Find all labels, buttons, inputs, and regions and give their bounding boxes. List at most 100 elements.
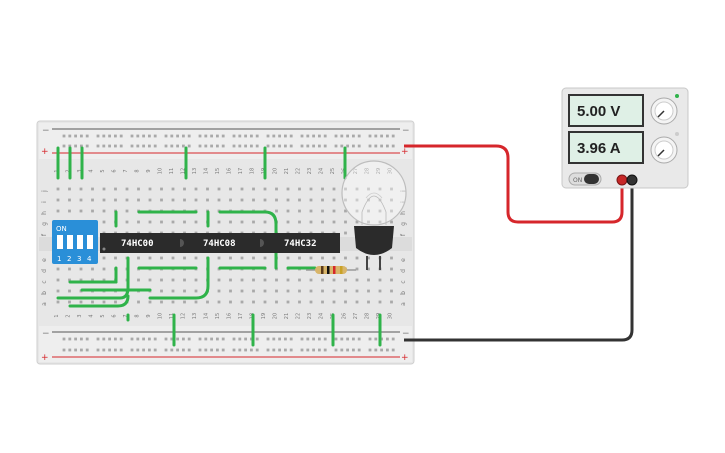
breadboard-hole[interactable]	[136, 144, 140, 148]
breadboard-hole[interactable]	[386, 337, 389, 341]
breadboard-hole[interactable]	[74, 134, 77, 138]
breadboard-hole[interactable]	[284, 134, 287, 138]
breadboard-hole[interactable]	[232, 134, 236, 138]
current-knob[interactable]	[650, 136, 678, 164]
breadboard-hole[interactable]	[272, 348, 276, 352]
breadboard-hole[interactable]	[309, 300, 313, 304]
breadboard-hole[interactable]	[194, 187, 198, 191]
breadboard-hole[interactable]	[102, 267, 106, 271]
breadboard-hole[interactable]	[108, 144, 111, 148]
breadboard-hole[interactable]	[367, 300, 370, 304]
breadboard-hole[interactable]	[240, 198, 244, 202]
breadboard-hole[interactable]	[79, 300, 83, 304]
breadboard-hole[interactable]	[250, 144, 253, 148]
breadboard-hole[interactable]	[210, 337, 213, 341]
breadboard-hole[interactable]	[275, 289, 278, 293]
breadboard-hole[interactable]	[160, 220, 163, 224]
breadboard-hole[interactable]	[240, 220, 244, 224]
breadboard-hole[interactable]	[390, 267, 393, 271]
breadboard-hole[interactable]	[183, 289, 186, 293]
breadboard-hole[interactable]	[263, 289, 267, 293]
breadboard-hole[interactable]	[252, 278, 255, 282]
breadboard-hole[interactable]	[102, 144, 106, 148]
breadboard-hole[interactable]	[298, 278, 301, 282]
breadboard-hole[interactable]	[182, 348, 185, 352]
breadboard-hole[interactable]	[346, 134, 349, 138]
breadboard-hole[interactable]	[240, 278, 244, 282]
breadboard-hole[interactable]	[68, 348, 72, 352]
breadboard-hole[interactable]	[229, 187, 232, 191]
breadboard-hole[interactable]	[352, 144, 355, 148]
breadboard-hole[interactable]	[368, 348, 372, 352]
breadboard-hole[interactable]	[321, 198, 324, 202]
breadboard-hole[interactable]	[390, 278, 393, 282]
breadboard-hole[interactable]	[79, 267, 83, 271]
breadboard-hole[interactable]	[96, 348, 100, 352]
breadboard-hole[interactable]	[318, 144, 321, 148]
breadboard-hole[interactable]	[232, 337, 236, 341]
breadboard-hole[interactable]	[318, 348, 321, 352]
breadboard-hole[interactable]	[309, 187, 313, 191]
breadboard-hole[interactable]	[355, 256, 359, 260]
breadboard-hole[interactable]	[153, 134, 157, 138]
breadboard-hole[interactable]	[137, 300, 140, 304]
breadboard-hole[interactable]	[148, 256, 152, 260]
breadboard-hole[interactable]	[321, 300, 324, 304]
breadboard-hole[interactable]	[229, 278, 232, 282]
breadboard-hole[interactable]	[221, 337, 225, 341]
power-toggle[interactable]: ON	[568, 172, 602, 186]
breadboard-hole[interactable]	[321, 187, 324, 191]
breadboard-hole[interactable]	[390, 187, 393, 191]
breadboard-hole[interactable]	[182, 337, 185, 341]
breadboard-hole[interactable]	[238, 144, 242, 148]
breadboard-hole[interactable]	[198, 348, 202, 352]
breadboard-hole[interactable]	[68, 198, 71, 202]
breadboard-hole[interactable]	[79, 187, 83, 191]
breadboard-hole[interactable]	[204, 134, 208, 138]
breadboard-hole[interactable]	[85, 144, 89, 148]
breadboard-hole[interactable]	[136, 134, 140, 138]
breadboard-hole[interactable]	[108, 337, 111, 341]
breadboard-hole[interactable]	[334, 134, 338, 138]
breadboard-hole[interactable]	[108, 348, 111, 352]
breadboard-hole[interactable]	[171, 187, 175, 191]
breadboard-hole[interactable]	[346, 337, 349, 341]
breadboard-hole[interactable]	[367, 198, 370, 202]
breadboard-hole[interactable]	[217, 278, 221, 282]
breadboard-hole[interactable]	[194, 198, 198, 202]
breadboard-hole[interactable]	[374, 348, 378, 352]
breadboard-hole[interactable]	[170, 337, 174, 341]
breadboard-hole[interactable]	[183, 256, 186, 260]
breadboard-hole[interactable]	[312, 337, 315, 341]
breadboard-holes[interactable]	[56, 134, 395, 352]
breadboard-hole[interactable]	[210, 144, 213, 148]
breadboard-hole[interactable]	[119, 348, 123, 352]
breadboard-hole[interactable]	[56, 300, 60, 304]
resistor[interactable]	[306, 266, 356, 274]
breadboard-hole[interactable]	[286, 187, 290, 191]
breadboard-hole[interactable]	[344, 256, 347, 260]
breadboard-hole[interactable]	[125, 220, 129, 224]
ic-chip-74hc32[interactable]: 74HC32	[260, 233, 340, 253]
breadboard-hole[interactable]	[68, 278, 71, 282]
breadboard-hole[interactable]	[378, 289, 382, 293]
breadboard-hole[interactable]	[309, 278, 313, 282]
breadboard-hole[interactable]	[210, 348, 213, 352]
breadboard-hole[interactable]	[91, 278, 94, 282]
breadboard-hole[interactable]	[204, 337, 208, 341]
breadboard-hole[interactable]	[240, 289, 244, 293]
breadboard-hole[interactable]	[357, 348, 361, 352]
breadboard-hole[interactable]	[286, 256, 290, 260]
breadboard-hole[interactable]	[380, 144, 383, 148]
breadboard-hole[interactable]	[176, 337, 179, 341]
breadboard-hole[interactable]	[386, 134, 389, 138]
breadboard-hole[interactable]	[344, 289, 347, 293]
breadboard-hole[interactable]	[374, 144, 378, 148]
breadboard-hole[interactable]	[153, 348, 157, 352]
breadboard-hole[interactable]	[102, 209, 106, 213]
breadboard-hole[interactable]	[309, 289, 313, 293]
breadboard-hole[interactable]	[130, 337, 134, 341]
breadboard-hole[interactable]	[91, 187, 94, 191]
breadboard-hole[interactable]	[278, 134, 281, 138]
breadboard-hole[interactable]	[321, 289, 324, 293]
